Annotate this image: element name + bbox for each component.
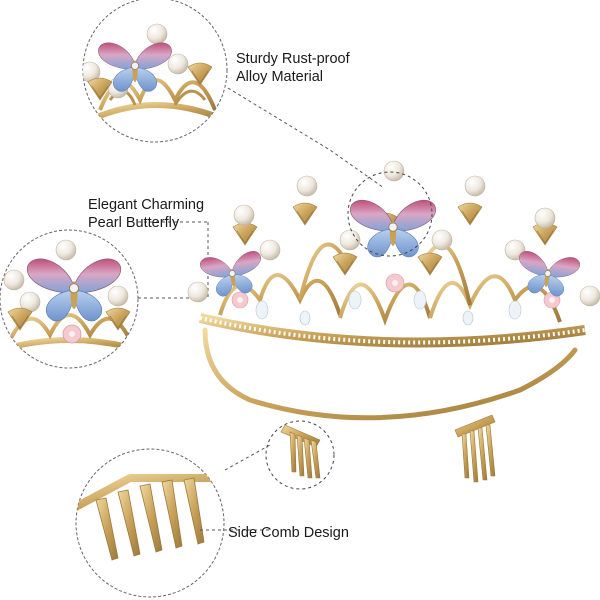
left-comb (280, 424, 321, 479)
callout-label-butterfly-line1: Elegant Charming (88, 197, 205, 213)
callout-label-alloy-line2: Alloy Material (236, 69, 324, 85)
callout-label-comb-line1: Side Comb Design (228, 525, 349, 541)
callout-label-alloy-line1: Sturdy Rust-proof (236, 51, 350, 67)
callout-label-comb: Side Comb Design (228, 524, 349, 542)
callout-label-butterfly-line2: Pearl Butterfly (88, 215, 180, 231)
callout-label-butterfly: Elegant Charming Pearl Butterfly (88, 196, 204, 232)
callout-label-alloy: Sturdy Rust-proof Alloy Material (236, 50, 350, 86)
right-comb (454, 414, 496, 483)
callout-alloy-zoom (82, 0, 228, 143)
tiara (187, 160, 600, 483)
zoom-indicators (265, 171, 433, 490)
callout-butterfly-zoom (0, 229, 139, 369)
center-butterfly (349, 199, 437, 258)
callout-comb-zoom (75, 448, 225, 598)
